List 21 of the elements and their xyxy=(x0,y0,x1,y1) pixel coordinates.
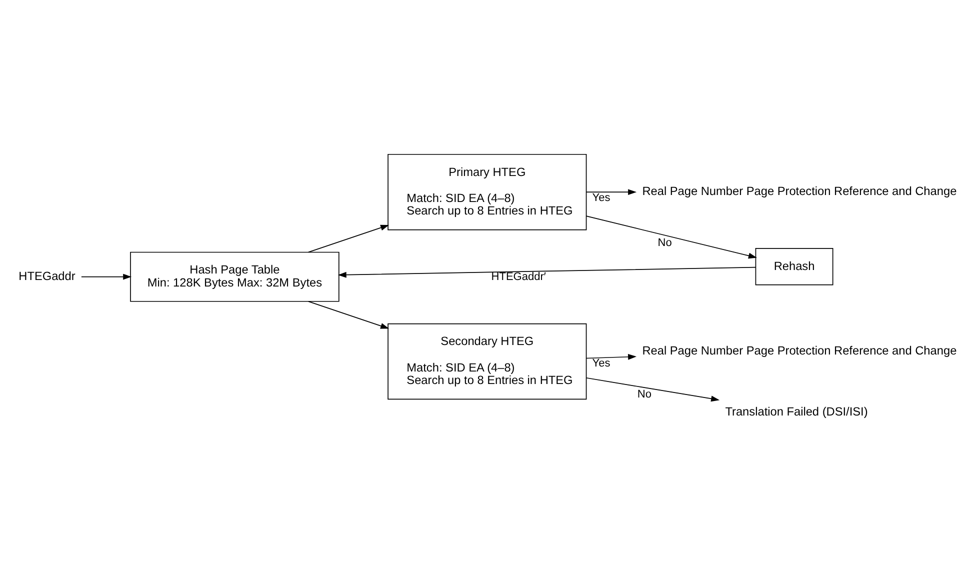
node-box: Secondary HTEG Match: SID EA (4–8) Search up to 8 Entries in HTEG xyxy=(388,322,587,400)
edge-label: Yes xyxy=(592,191,610,204)
arrow xyxy=(586,215,757,258)
node-box: Hash Page Table Min: 128K Bytes Max: 32M Bytes xyxy=(130,251,340,302)
arrow xyxy=(81,273,132,280)
arrow xyxy=(308,300,390,328)
arrow xyxy=(338,266,756,278)
arrow xyxy=(308,224,390,252)
node-box: Rehash xyxy=(755,248,834,285)
node-box: Primary HTEG Match: SID EA (4–8) Search up to 8 Entries in HTEG xyxy=(388,153,587,230)
arrow xyxy=(586,188,637,195)
node-text: Translation Failed (DSI/ISI) xyxy=(725,404,868,418)
node-text: Real Page Number Page Protection Reference and Change xyxy=(642,184,957,198)
node-text: HTEGaddr xyxy=(18,268,76,282)
node-text: Real Page Number Page Protection Reference and Change xyxy=(642,343,957,357)
edge-label: No xyxy=(637,388,652,400)
edge-label: HTEGaddr′ xyxy=(491,270,546,282)
arrow xyxy=(586,376,720,402)
edge-label: No xyxy=(658,236,672,248)
arrow xyxy=(586,353,637,360)
edge-label: Yes xyxy=(592,356,610,369)
